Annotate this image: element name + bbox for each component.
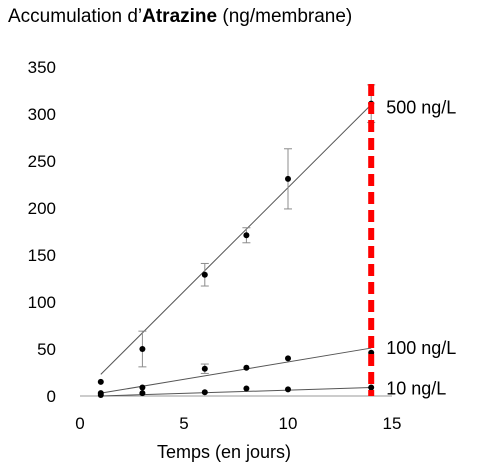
- x-tick-label: 5: [179, 414, 188, 433]
- data-point: [243, 385, 250, 392]
- data-point: [139, 346, 146, 352]
- data-point: [201, 271, 208, 278]
- data-point: [139, 390, 146, 397]
- x-tick-label: 15: [383, 414, 402, 433]
- x-tick-label: 10: [279, 414, 298, 433]
- y-tick-label: 250: [28, 152, 56, 171]
- data-point: [201, 365, 208, 372]
- data-point: [243, 364, 250, 371]
- y-tick-label: 100: [28, 293, 56, 312]
- data-point: [285, 386, 291, 393]
- chart-title-bold: Atrazine: [142, 6, 218, 27]
- data-point: [285, 175, 291, 182]
- trend-line: [100, 347, 372, 394]
- y-tick-label: 200: [28, 199, 56, 218]
- labels: Temps (en jours) 500 ng/L 100 ng/L 10 ng/L: [157, 98, 456, 462]
- data-point: [285, 355, 291, 362]
- error-bars: [138, 84, 376, 374]
- data-point: [368, 384, 375, 391]
- data-point: [139, 384, 146, 391]
- y-tick-label: 150: [28, 246, 56, 265]
- data-point: [97, 378, 104, 385]
- series-label: 100 ng/L: [386, 338, 456, 358]
- data-point: [97, 392, 104, 399]
- trend-line: [100, 387, 372, 397]
- series-label: 500 ng/L: [386, 98, 456, 118]
- y-tick-label: 350: [28, 58, 56, 77]
- x-tick-label: 0: [75, 414, 84, 433]
- data-point: [243, 232, 250, 239]
- trend-line: [100, 104, 372, 375]
- y-tick-label: 0: [47, 387, 56, 406]
- chart-title-suffix: (ng/membrane): [217, 6, 353, 27]
- x-axis-title: Temps (en jours): [157, 442, 291, 462]
- chart-title-prefix: Accumulation d’: [8, 6, 143, 27]
- trend-lines: [100, 104, 372, 397]
- data-point: [201, 389, 208, 396]
- y-tick-label: 300: [28, 105, 56, 124]
- data-points: [97, 100, 375, 399]
- series-label: 10 ng/L: [386, 379, 446, 399]
- y-tick-label: 50: [37, 340, 56, 359]
- chart-title: Accumulation d’Atrazine (ng/membrane): [8, 6, 352, 28]
